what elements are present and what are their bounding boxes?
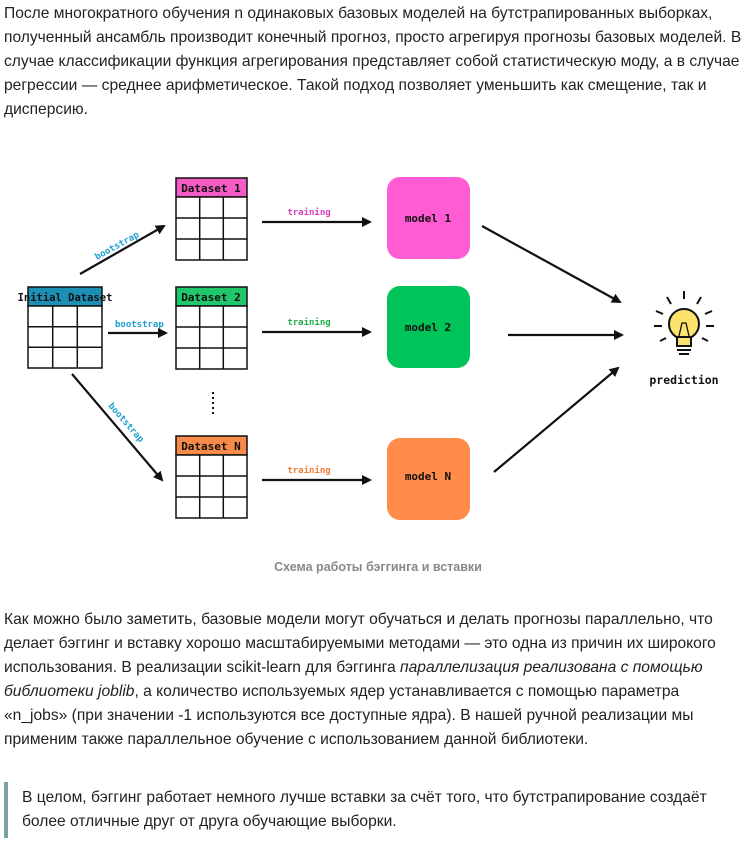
- lightbulb-icon: [654, 291, 714, 355]
- blockquote-text: В целом, бэггинг работает немного лучше …: [22, 789, 707, 830]
- training-label-2: training: [287, 317, 330, 328]
- model-1-label: model 1: [405, 212, 452, 225]
- parallelism-paragraph: Как можно было заметить, базовые модели …: [4, 608, 744, 752]
- model-1-box: model 1: [387, 177, 470, 259]
- paragraph2-part2: , а количество используемых ядер устанав…: [4, 683, 694, 748]
- dataset-2-table: Dataset 2: [175, 286, 248, 370]
- bootstrap-arrow-3: [71, 373, 164, 482]
- intro-paragraph: После многократного обучения n одинаковы…: [4, 5, 742, 118]
- initial-dataset-label: Initial Dataset: [18, 292, 113, 304]
- dataset-1-table: Dataset 1: [175, 177, 248, 261]
- bootstrap-label-1: bootstrap: [94, 230, 142, 263]
- dataset-n-label: Dataset N: [181, 440, 241, 453]
- bagging-diagram: Initial Dataset Dataset 1 Dataset 2 Data…: [18, 177, 719, 520]
- joblib-link-text[interactable]: параллелизация реализована с помощью биб…: [4, 659, 703, 700]
- model-n-box: model N: [387, 438, 470, 520]
- paragraph2-part1: Как можно было заметить, базовые модели …: [4, 611, 716, 676]
- dataset-1-label: Dataset 1: [181, 182, 241, 195]
- training-label-1: training: [287, 207, 330, 218]
- blockquote: В целом, бэггинг работает немного лучше …: [4, 782, 754, 838]
- aggregate-arrow-3: [493, 366, 620, 473]
- bootstrap-arrow-1: [79, 225, 166, 275]
- training-label-3: training: [287, 465, 330, 476]
- prediction-label: prediction: [649, 373, 718, 387]
- bootstrap-label-2: bootstrap: [115, 320, 164, 330]
- dataset-n-table: Dataset N: [175, 435, 248, 519]
- aggregate-arrow-1: [481, 225, 622, 303]
- figure-caption: Схема работы бэггинга и вставки: [274, 560, 482, 574]
- initial-dataset-table: Initial Dataset: [18, 286, 113, 369]
- model-2-label: model 2: [405, 321, 451, 334]
- dataset-2-label: Dataset 2: [181, 291, 241, 304]
- model-n-label: model N: [405, 470, 451, 483]
- model-2-box: model 2: [387, 286, 470, 368]
